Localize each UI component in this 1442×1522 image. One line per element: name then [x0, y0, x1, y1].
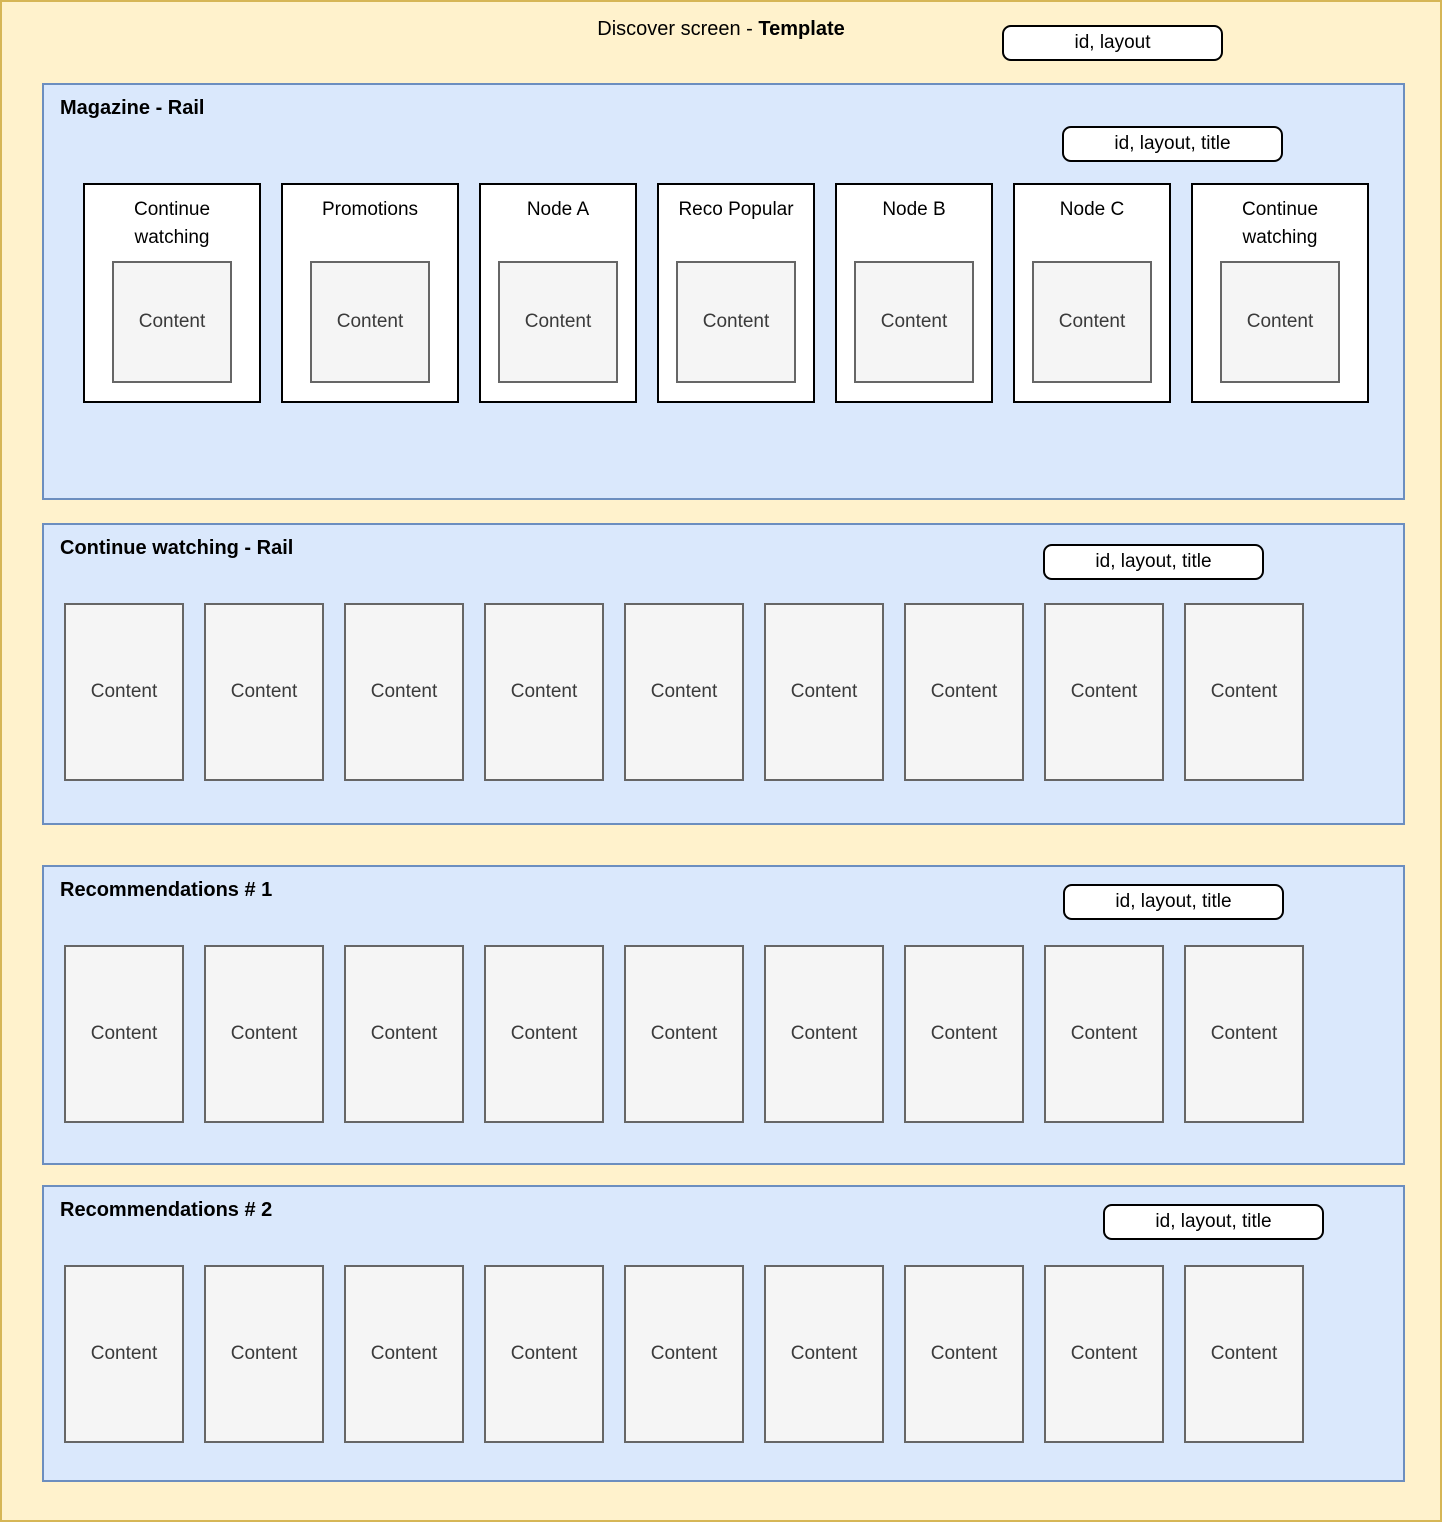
content-tile[interactable]: Content [1184, 603, 1304, 781]
magazine-card-continue-watching[interactable]: Continue watching Content [83, 183, 261, 403]
magazine-card-promotions[interactable]: Promotions Content [281, 183, 459, 403]
content-rail-row: Content Content Content Content Content … [64, 1265, 1304, 1443]
content-tile[interactable]: Content [204, 603, 324, 781]
content-tile[interactable]: Content [64, 945, 184, 1123]
content-rail-row: Content Content Content Content Content … [64, 603, 1304, 781]
page-title-prefix: Discover screen - [597, 18, 759, 40]
section-recommendations-2: Recommendations # 2 id, layout, title Co… [42, 1185, 1405, 1482]
screen-fields-badge: id, layout [1002, 25, 1223, 61]
content-tile[interactable]: Content [1044, 603, 1164, 781]
section-recommendations-1: Recommendations # 1 id, layout, title Co… [42, 865, 1405, 1165]
content-tile[interactable]: Content [1184, 1265, 1304, 1443]
content-tile[interactable]: Content [624, 1265, 744, 1443]
section-magazine-rail: Magazine - Rail id, layout, title Contin… [42, 83, 1405, 500]
content-tile[interactable]: Content [1184, 945, 1304, 1123]
section-label: Continue watching - Rail [60, 537, 294, 559]
content-tile[interactable]: Content [1220, 261, 1340, 383]
card-title: Promotions [321, 199, 419, 220]
content-tile[interactable]: Content [676, 261, 796, 383]
magazine-card-reco-popular[interactable]: Reco Popular Content [657, 183, 815, 403]
content-tile[interactable]: Content [904, 945, 1024, 1123]
content-tile[interactable]: Content [64, 603, 184, 781]
content-tile[interactable]: Content [484, 945, 604, 1123]
section-label: Recommendations # 2 [60, 1199, 273, 1221]
page-title: Discover screen - Template [2, 18, 1440, 41]
page-title-bold: Template [758, 18, 845, 40]
content-tile[interactable]: Content [1044, 1265, 1164, 1443]
content-tile[interactable]: Content [854, 261, 974, 383]
rail-fields-badge: id, layout, title [1063, 884, 1284, 920]
section-label: Recommendations # 1 [60, 879, 273, 901]
magazine-card-continue-watching-2[interactable]: Continue watching Content [1191, 183, 1369, 403]
card-title: Node C [1059, 199, 1125, 220]
content-tile[interactable]: Content [624, 945, 744, 1123]
card-title: Node A [526, 199, 590, 220]
content-tile[interactable]: Content [204, 945, 324, 1123]
magazine-card-node-c[interactable]: Node C Content [1013, 183, 1171, 403]
content-tile[interactable]: Content [344, 603, 464, 781]
rail-fields-badge: id, layout, title [1103, 1204, 1324, 1240]
card-title: Node B [882, 199, 946, 220]
content-tile[interactable]: Content [498, 261, 618, 383]
content-tile[interactable]: Content [1032, 261, 1152, 383]
content-tile[interactable]: Content [904, 1265, 1024, 1443]
content-tile[interactable]: Content [204, 1265, 324, 1443]
content-tile[interactable]: Content [624, 603, 744, 781]
section-label: Magazine - Rail [60, 97, 205, 119]
magazine-card-node-a[interactable]: Node A Content [479, 183, 637, 403]
content-tile[interactable]: Content [484, 603, 604, 781]
content-rail-row: Content Content Content Content Content … [64, 945, 1304, 1123]
magazine-cards-row: Continue watching Content Promotions Con… [83, 183, 1369, 403]
content-tile[interactable]: Content [764, 603, 884, 781]
card-title: Reco Popular [678, 199, 794, 220]
content-tile[interactable]: Content [112, 261, 232, 383]
rail-fields-badge: id, layout, title [1062, 126, 1283, 162]
magazine-card-node-b[interactable]: Node B Content [835, 183, 993, 403]
content-tile[interactable]: Content [484, 1265, 604, 1443]
card-title: Continue watching [1241, 199, 1319, 248]
content-tile[interactable]: Content [344, 1265, 464, 1443]
content-tile[interactable]: Content [64, 1265, 184, 1443]
content-tile[interactable]: Content [344, 945, 464, 1123]
content-tile[interactable]: Content [764, 945, 884, 1123]
section-continue-watching-rail: Continue watching - Rail id, layout, tit… [42, 523, 1405, 825]
content-tile[interactable]: Content [904, 603, 1024, 781]
rail-fields-badge: id, layout, title [1043, 544, 1264, 580]
content-tile[interactable]: Content [310, 261, 430, 383]
content-tile[interactable]: Content [1044, 945, 1164, 1123]
content-tile[interactable]: Content [764, 1265, 884, 1443]
card-title: Continue watching [133, 199, 211, 248]
